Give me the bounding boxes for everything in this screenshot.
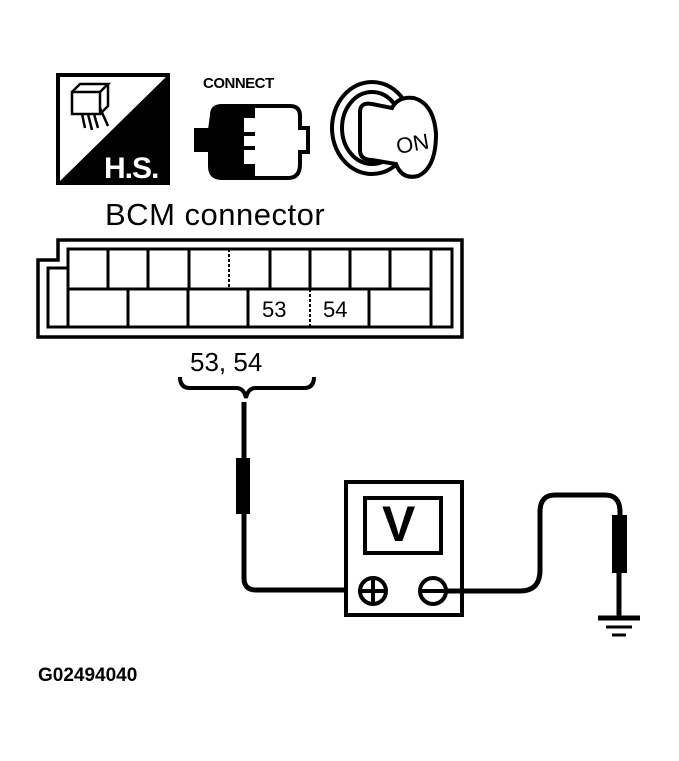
svg-text:ON: ON: [394, 129, 431, 159]
bcm-connector: [36, 238, 464, 339]
connect-icon-label: CONNECT: [203, 75, 274, 92]
ignition-on-icon: ON: [330, 80, 439, 179]
harness-side-icon: H.S.: [56, 73, 170, 185]
voltmeter: [344, 480, 464, 617]
svg-text:H.S.: H.S.: [104, 152, 158, 185]
connect-icon: [194, 104, 310, 180]
figure-id: G02494040: [38, 665, 138, 686]
positive-probe: [236, 402, 372, 593]
terminal-54: 54: [323, 297, 348, 322]
probe-terminal-label: 53, 54: [190, 347, 263, 377]
connector-title: BCM connector: [105, 197, 326, 232]
voltmeter-display: V: [382, 496, 416, 552]
negative-probe: [444, 492, 627, 618]
terminal-53: 53: [262, 297, 287, 322]
ground-symbol: [598, 615, 640, 637]
terminal-brace: [178, 376, 316, 399]
